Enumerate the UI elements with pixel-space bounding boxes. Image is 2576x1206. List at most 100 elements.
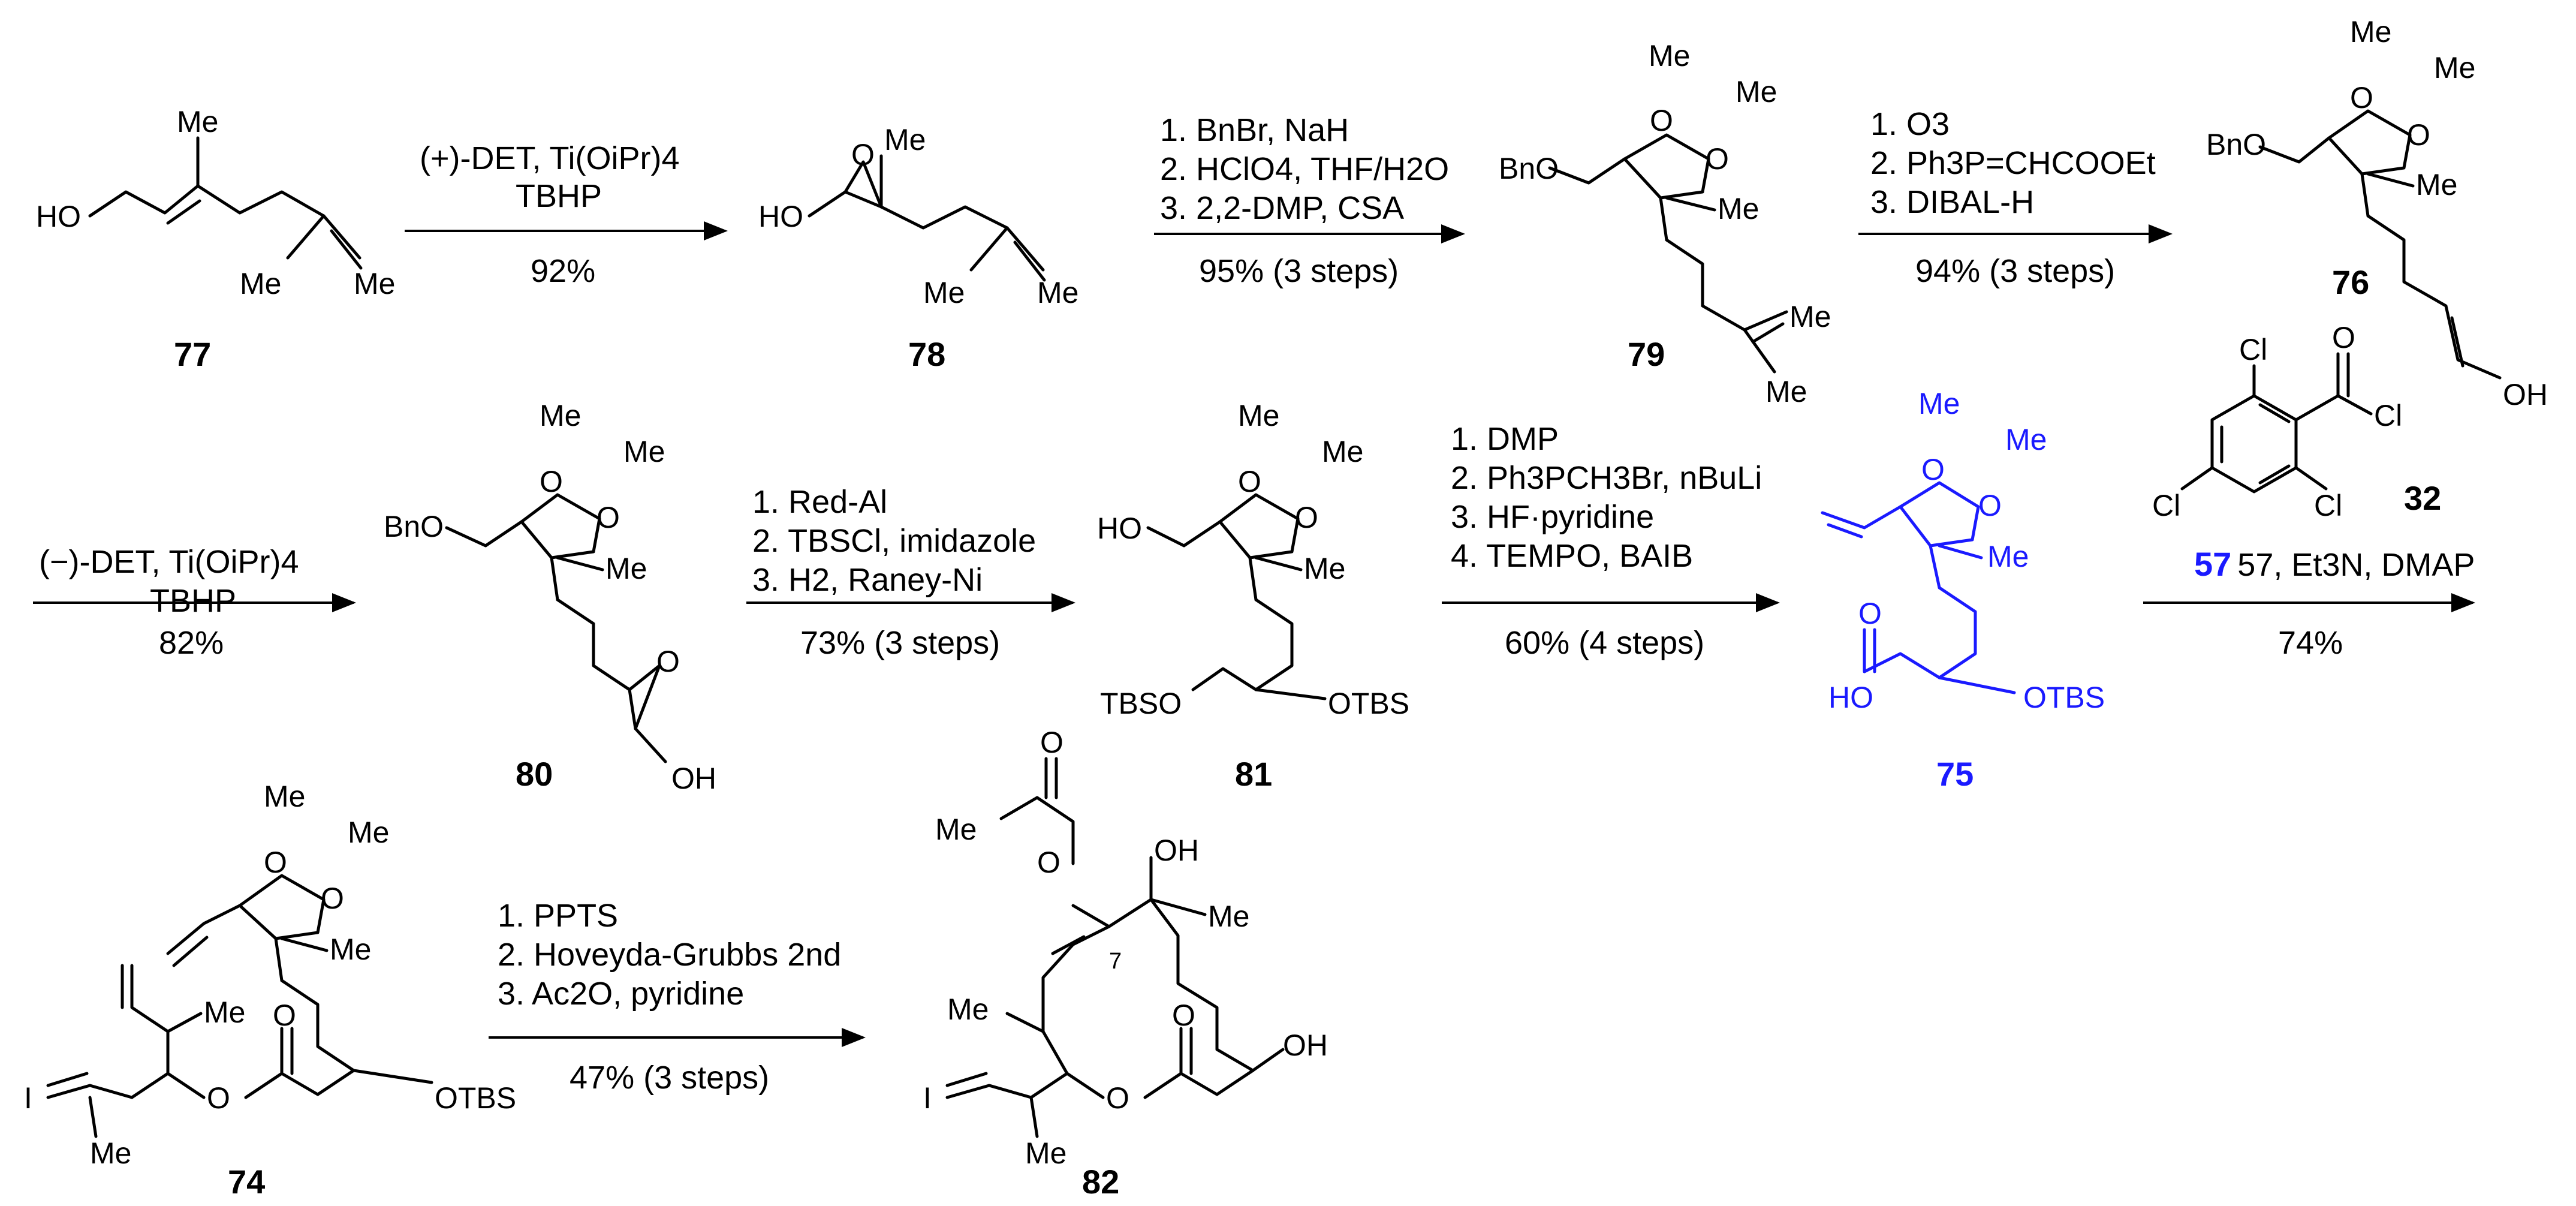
atom-o: O (1037, 846, 1060, 879)
atom-cl: Cl (2374, 399, 2402, 432)
atom-o: O (273, 999, 296, 1032)
compound-74: O O Me Me Me Me O O OTBS I Me 74 (24, 780, 516, 1201)
step3-yield: 94% (3 steps) (1915, 253, 2115, 289)
atom-me: Me (330, 933, 371, 966)
atom-o: O (540, 465, 563, 498)
atom-otbs: OTBS (435, 1081, 516, 1115)
step6-reagent3: 3. HF·pyridine (1451, 499, 1654, 535)
step7-yield: 74% (2278, 625, 2343, 661)
atom-o: O (1978, 489, 2002, 522)
atom-o: O (1921, 453, 1945, 486)
atom-ho: HO (1828, 681, 1873, 714)
compound-label-81: 81 (1235, 755, 1272, 793)
compound-77: HO Me Me Me 77 (36, 105, 395, 373)
compound-label-32: 32 (2404, 479, 2441, 517)
atom-i: I (24, 1081, 32, 1115)
atom-me: Me (204, 996, 245, 1029)
compound-label-77: 77 (174, 335, 211, 373)
atom-ho: HO (36, 200, 81, 233)
atom-o: O (596, 501, 620, 534)
atom-me: Me (1987, 540, 2029, 573)
atom-oh: OH (671, 762, 716, 795)
atom-me: Me (1649, 39, 1690, 73)
compound-label-82: 82 (1082, 1163, 1119, 1201)
step3-reagent3: 3. DIBAL-H (1870, 184, 2034, 220)
compound-82: O O Me OH Me 7 Me O O OH I Me 82 (923, 726, 1328, 1201)
step1-reagent: (+)-DET, Ti(OiPr)4 (420, 140, 680, 176)
compound-76: BnO O O Me Me Me OH 76 (2206, 15, 2548, 411)
step2-yield: 95% (3 steps) (1199, 253, 1399, 289)
atom-o: O (1106, 1081, 1129, 1115)
atom-oh: OH (2503, 378, 2548, 411)
step5-yield: 73% (3 steps) (800, 625, 1000, 661)
reaction-step-8: 1. PPTS 2. Hoveyda-Grubbs 2nd 3. Ac2O, p… (489, 898, 866, 1096)
compound-label-76: 76 (2332, 263, 2369, 301)
step3-reagent1: 1. O3 (1870, 106, 1950, 142)
compound-75: O O Me Me Me O HO OTBS 75 (1821, 387, 2105, 793)
step8-reagent3: 3. Ac2O, pyridine (498, 976, 744, 1012)
atom-o: O (1295, 501, 1318, 534)
atom-oh: OH (1154, 834, 1199, 867)
atom-me: Me (1789, 300, 1831, 333)
reaction-step-3: 1. O3 2. Ph3P=CHCOOEt 3. DIBAL-H 94% (3 … (1858, 106, 2173, 289)
atom-o: O (2407, 118, 2430, 152)
compound-80: BnO O O Me Me Me O OH 80 (384, 399, 716, 795)
compound-label-78: 78 (908, 335, 945, 373)
atom-ho: HO (758, 200, 803, 233)
atom-me: Me (540, 399, 581, 432)
atom-me: Me (2005, 423, 2047, 456)
atom-me: Me (2350, 15, 2391, 49)
atom-otbs: OTBS (1328, 687, 1409, 720)
atom-o: O (207, 1081, 230, 1115)
compound-78: HO O Me Me Me 78 (758, 123, 1078, 373)
atom-o: O (1706, 142, 1729, 176)
step4-reagent: (−)-DET, Ti(OiPr)4 (39, 544, 299, 580)
atom-cl: Cl (2152, 489, 2180, 522)
step5-reagent2: 2. TBSCl, imidazole (752, 523, 1036, 559)
step2-reagent1: 1. BnBr, NaH (1160, 112, 1349, 148)
reaction-step-6: 1. DMP 2. Ph3PCH3Br, nBuLi 3. HF·pyridin… (1442, 421, 1780, 661)
step5-reagent1: 1. Red-Al (752, 484, 887, 520)
atom-c7-label: 7 (1109, 949, 1122, 974)
atom-me: Me (1037, 276, 1078, 309)
atom-o: O (1238, 465, 1261, 498)
atom-bno: BnO (2206, 128, 2266, 161)
atom-me: Me (264, 780, 305, 813)
atom-me: Me (1025, 1136, 1066, 1170)
atom-me: Me (1208, 900, 1249, 933)
atom-cl: Cl (2314, 489, 2342, 522)
compound-32: Cl O Cl Cl Cl 32 (2152, 321, 2441, 522)
step6-reagent1: 1. DMP (1451, 421, 1559, 457)
compound-81: HO O O Me Me Me TBSO OTBS 81 (1097, 399, 1409, 793)
atom-o: O (851, 138, 875, 172)
atom-o: O (2350, 81, 2373, 115)
atom-ho: HO (1097, 512, 1142, 545)
atom-me: Me (1718, 192, 1759, 225)
atom-cl: Cl (2239, 333, 2267, 366)
atom-oh: OH (1283, 1028, 1328, 1062)
step4-yield: 82% (159, 625, 224, 661)
step2-reagent2: 2. HClO4, THF/H2O (1160, 151, 1449, 187)
reaction-step-2: 1. BnBr, NaH 2. HClO4, THF/H2O 3. 2,2-DM… (1154, 112, 1465, 289)
atom-me: Me (884, 123, 926, 157)
atom-me: Me (354, 267, 395, 300)
atom-me: Me (240, 267, 281, 300)
step6-reagent2: 2. Ph3PCH3Br, nBuLi (1451, 460, 1762, 496)
atom-o: O (264, 846, 287, 879)
atom-o: O (321, 882, 344, 915)
step6-reagent4: 4. TEMPO, BAIB (1451, 538, 1693, 574)
atom-o: O (1040, 726, 1063, 759)
atom-o: O (1650, 104, 1673, 137)
compound-79: BnO O O Me Me Me Me Me 79 (1499, 39, 1831, 408)
atom-o: O (1172, 999, 1195, 1032)
compound-label-75: 75 (1936, 755, 1974, 793)
step2-reagent3: 3. 2,2-DMP, CSA (1160, 190, 1404, 226)
atom-me: Me (2434, 51, 2475, 85)
atom-tbso: TBSO (1100, 687, 1182, 720)
atom-me: Me (1765, 375, 1807, 408)
step8-yield: 47% (3 steps) (570, 1060, 769, 1096)
atom-me: Me (90, 1136, 131, 1170)
atom-me: Me (1238, 399, 1279, 432)
